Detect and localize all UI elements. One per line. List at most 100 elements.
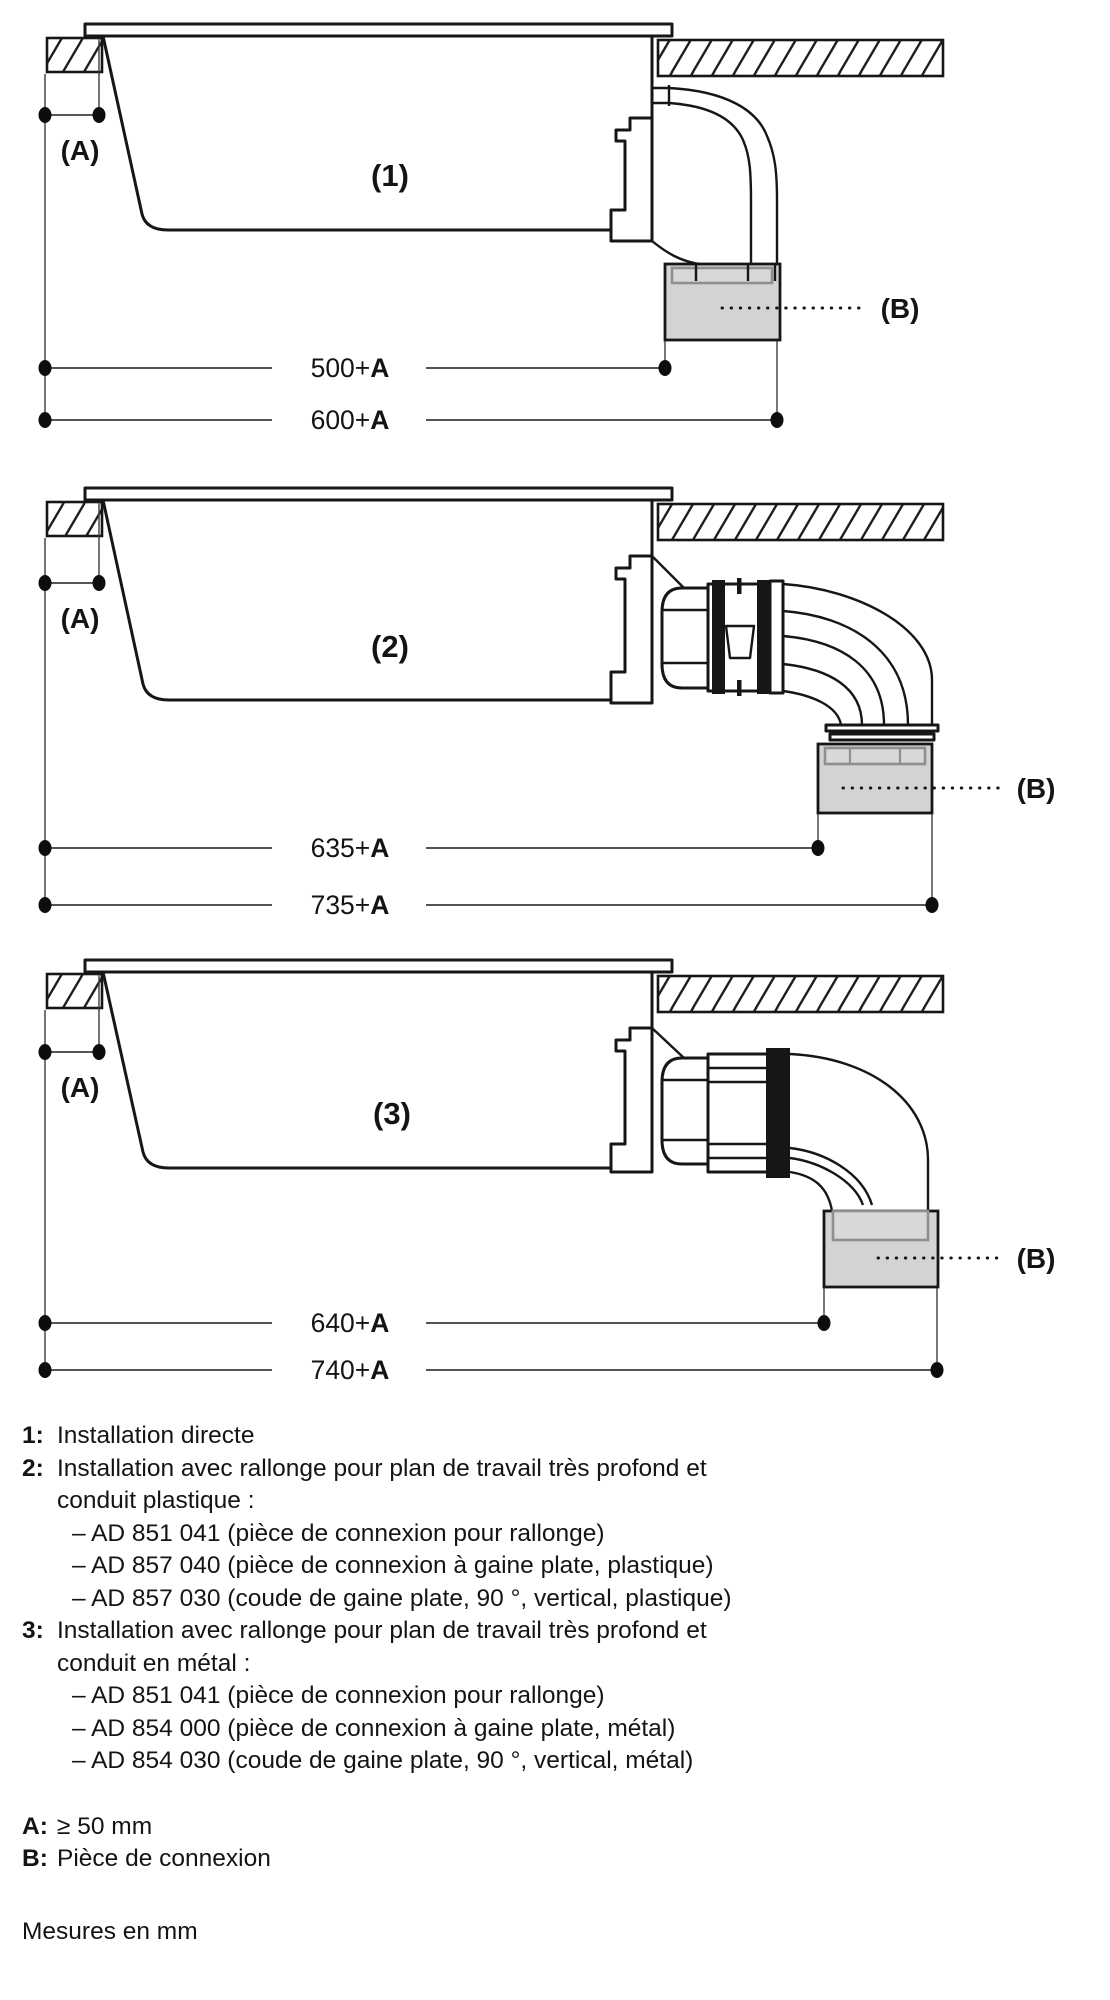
note-prefix: A: — [22, 1812, 48, 1840]
clamp-band-2 — [757, 580, 770, 694]
dimension-value: 600+ — [311, 405, 371, 435]
elbow-curve-middle — [668, 101, 753, 263]
clearance-a-label: (A) — [61, 1072, 100, 1103]
elbow-curve — [789, 1156, 865, 1206]
clearance-dimension — [38, 502, 106, 897]
housing-bracket — [609, 554, 654, 705]
dimension-dot — [38, 412, 52, 428]
elbow-curve-outer — [668, 86, 779, 263]
note-text: ≥ 50 mm — [57, 1812, 153, 1840]
dimension-dot — [92, 1044, 106, 1060]
extension-duct — [660, 1048, 790, 1178]
dimension-ref: A — [370, 1355, 389, 1385]
elbow-curve — [782, 634, 886, 726]
housing-bracket — [609, 116, 654, 243]
diagram-2: (A) (2) (B) 635+A 735+A — [38, 486, 1055, 920]
extension-body — [706, 1052, 770, 1174]
elbow-curve — [782, 609, 910, 726]
legend-line: conduit en métal : — [57, 1649, 251, 1677]
connector-b-label: (B) — [881, 293, 920, 324]
dimension-line-outer — [38, 1288, 944, 1378]
installation-diagrams: (A) (1) (B) 500+A 600+A — [38, 22, 1056, 1385]
sleeve-lines — [708, 1066, 768, 1160]
hob-basin-fill — [103, 500, 652, 700]
dimension-dot — [92, 575, 106, 591]
hob-top-plate — [83, 486, 674, 502]
hob-top-plate — [83, 958, 674, 974]
legend-item-3: 3: Installation avec rallonge pour plan … — [22, 1615, 1094, 1778]
legend-item-number: 1: — [22, 1422, 44, 1449]
legend-item-number: 3: — [22, 1617, 44, 1644]
dimension-value: 640+ — [311, 1308, 371, 1338]
dimension-dot — [38, 107, 52, 123]
dimension-line-outer — [38, 341, 784, 428]
dimension-dot — [817, 1315, 831, 1331]
hob-basin-outline — [101, 971, 611, 1170]
connection-box-band — [670, 266, 774, 285]
legend: 1: Installation directe 2: Installation … — [22, 1420, 1094, 1948]
duct-housing — [609, 500, 685, 705]
guide-lines — [44, 974, 100, 1362]
elbow-flange-bar — [824, 723, 940, 733]
dimension-label-inner: 635+A — [311, 833, 390, 863]
outlet-lip — [652, 85, 671, 106]
diagram-1: (A) (1) (B) 500+A 600+A — [38, 22, 945, 435]
clearance-dimension — [38, 38, 106, 412]
dimension-label-outer: 600+A — [311, 405, 390, 435]
dimension-dot — [38, 575, 52, 591]
hob-basin-fill — [103, 972, 652, 1168]
hob-basin-fill — [103, 36, 652, 230]
legend-part-line: – AD 854 030 (coude de gaine plate, 90 °… — [72, 1747, 694, 1774]
diagram-number-label: (3) — [373, 1096, 411, 1131]
diagram-3: (A) (3) (B) 640+A 740+A — [38, 958, 1056, 1385]
band-divisions — [848, 748, 902, 764]
clamp-pin-bottom — [737, 680, 742, 696]
dimension-line-inner — [38, 341, 672, 376]
dimension-ref: A — [370, 405, 389, 435]
dimension-line-outer — [38, 814, 939, 913]
dimension-ref: A — [370, 353, 389, 383]
clamp-band-1 — [712, 580, 725, 694]
note-prefix: B: — [22, 1845, 48, 1872]
elbow-curve — [782, 689, 843, 726]
elbow-curve — [782, 662, 864, 726]
extension-duct — [660, 578, 785, 696]
dimension-value: 500+ — [311, 353, 371, 383]
guide-lines — [44, 502, 100, 897]
duct-housing — [609, 972, 685, 1174]
dimension-label-inner: 640+A — [311, 1308, 390, 1338]
dimension-ref: A — [370, 1308, 389, 1338]
dimension-line-inner — [38, 814, 825, 856]
worktop-right-hatch — [656, 502, 945, 542]
legend-part-line: – AD 857 040 (pièce de connexion à gaine… — [72, 1552, 714, 1579]
diagram-number-label: (1) — [371, 158, 409, 193]
clearance-a-label: (A) — [61, 135, 100, 166]
hob-top-plate — [83, 22, 674, 38]
worktop-left-hatch — [45, 36, 104, 74]
legend-line: Installation directe — [57, 1422, 255, 1449]
housing-bracket — [609, 1026, 654, 1174]
legend-part-line: – AD 857 030 (coude de gaine plate, 90 °… — [72, 1584, 732, 1612]
extension-bell-socket — [660, 586, 710, 690]
dimension-dot — [38, 1362, 52, 1378]
clamp-latch — [724, 624, 756, 660]
hob-basin-outline — [101, 499, 611, 702]
bell-seam-lines — [662, 1078, 708, 1142]
elbow-collar — [768, 579, 785, 695]
legend-part-line: – AD 851 041 (pièce de connexion pour ra… — [72, 1682, 605, 1709]
dimension-value: 740+ — [311, 1355, 371, 1385]
extension-bell-socket — [660, 1056, 710, 1166]
measurement-unit-note: Mesures en mm — [22, 1917, 198, 1945]
elbow-curve — [782, 582, 934, 725]
dimension-dot — [92, 107, 106, 123]
housing-funnel — [651, 555, 685, 589]
dimension-ref: A — [370, 890, 389, 920]
legend-item-2: 2: Installation avec rallonge pour plan … — [22, 1453, 1094, 1616]
dimension-value: 635+ — [311, 833, 371, 863]
dimension-label-inner: 500+A — [311, 353, 390, 383]
guide-lines — [44, 38, 100, 412]
connector-b-label: (B) — [1017, 1243, 1056, 1274]
seal-band — [766, 1048, 790, 1178]
connection-box-band — [831, 1209, 930, 1242]
